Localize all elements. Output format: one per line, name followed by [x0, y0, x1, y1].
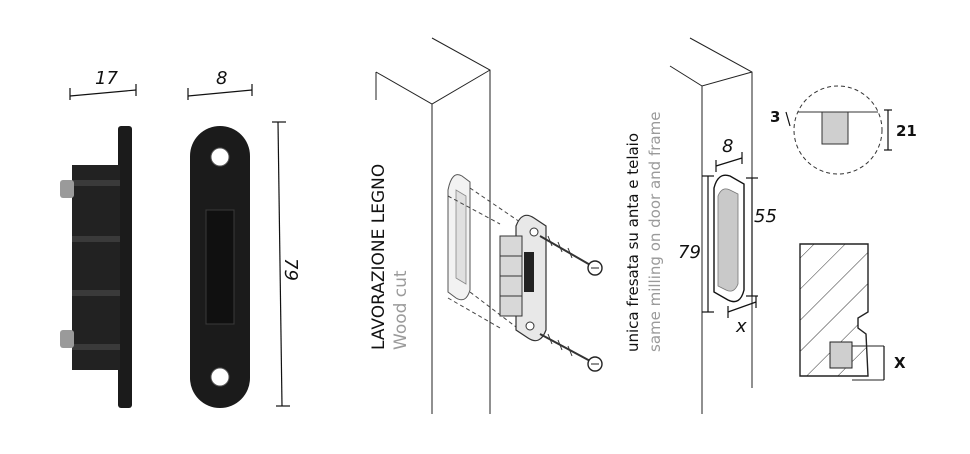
- milling-caption-en: same milling on door and frame: [646, 112, 664, 352]
- milling-panel: unica fresata su anta e telaio same mill…: [624, 37, 777, 414]
- wood-cut-title: LAVORAZIONE LEGNO Wood cut: [369, 164, 411, 350]
- section-label: X: [894, 354, 906, 372]
- front-height-label: 79: [280, 258, 301, 281]
- milling-slot: [713, 174, 745, 303]
- slot-inner-label: 55: [754, 206, 777, 227]
- milling-caption-it: unica fresata su anta e telaio: [624, 133, 642, 352]
- strike-plate: [190, 126, 250, 408]
- wood-cut-subtitle-text: Wood cut: [391, 270, 411, 350]
- side-width-dimension: 17: [69, 68, 137, 100]
- strike-iso: [499, 214, 547, 342]
- front-view: 8 79: [187, 68, 301, 408]
- slot-width-label: 8: [722, 136, 733, 157]
- side-width-label: 17: [95, 68, 118, 89]
- slot-outer-dimension: 79: [678, 175, 714, 313]
- wood-cut-panel: LAVORAZIONE LEGNO Wood cut: [369, 37, 603, 414]
- slot-inner-dimension: 55: [746, 177, 777, 297]
- post-pocket: [447, 174, 471, 301]
- detail-left-label: 3: [770, 108, 780, 126]
- section-view: X: [799, 243, 906, 381]
- milling-caption: unica fresata su anta e telaio same mill…: [624, 112, 664, 352]
- slot-outer-label: 79: [678, 242, 701, 263]
- screw-bottom: [539, 333, 603, 372]
- front-width-label: 8: [216, 68, 227, 89]
- wooden-post: [375, 37, 491, 414]
- slot-width-dimension: 8: [715, 136, 743, 172]
- screw-top: [539, 235, 603, 276]
- side-view: 17: [60, 68, 137, 408]
- detail-circle: 3 21: [770, 85, 917, 175]
- front-width-dimension: 8: [187, 68, 253, 100]
- side-body: [60, 126, 132, 408]
- detail-right-label: 21: [896, 122, 917, 140]
- offset-dimension: x: [727, 296, 757, 337]
- projection-lines: [447, 187, 521, 331]
- offset-label: x: [735, 316, 747, 337]
- wood-cut-title-text: LAVORAZIONE LEGNO: [369, 164, 389, 350]
- front-height-dimension: 79: [272, 121, 301, 407]
